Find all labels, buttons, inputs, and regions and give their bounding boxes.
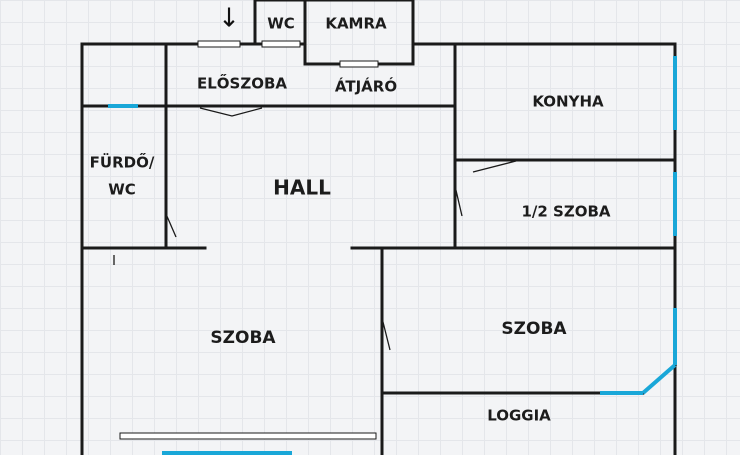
windows bbox=[108, 56, 677, 455]
room-label-atjaro: ÁTJÁRÓ bbox=[335, 77, 397, 96]
room-label-kamra: KAMRA bbox=[325, 15, 387, 33]
entrance-arrow-icon: ↓ bbox=[218, 4, 240, 34]
room-label-konyha: KONYHA bbox=[532, 93, 604, 111]
room-label-half-szoba: 1/2 SZOBA bbox=[521, 203, 610, 221]
room-label-szoba-left: SZOBA bbox=[210, 328, 276, 348]
room-label-szoba-right: SZOBA bbox=[501, 319, 567, 339]
room-label-eloszoba: ELŐSZOBA bbox=[197, 73, 287, 93]
room-label-loggia: LOGGIA bbox=[487, 407, 551, 425]
room-label-hall: HALL bbox=[273, 176, 331, 200]
wall-openings bbox=[119, 40, 379, 440]
room-label-furdo-line2: WC bbox=[108, 181, 136, 199]
room-label-furdo-line1: FÜRDŐ/ bbox=[90, 152, 155, 172]
door-swings bbox=[113, 107, 517, 351]
room-labels: WC KAMRA ELŐSZOBA ÁTJÁRÓ KONYHA FÜRDŐ/ W… bbox=[90, 15, 611, 425]
room-label-wc-small: WC bbox=[267, 15, 295, 33]
interior-walls bbox=[80, 42, 678, 455]
